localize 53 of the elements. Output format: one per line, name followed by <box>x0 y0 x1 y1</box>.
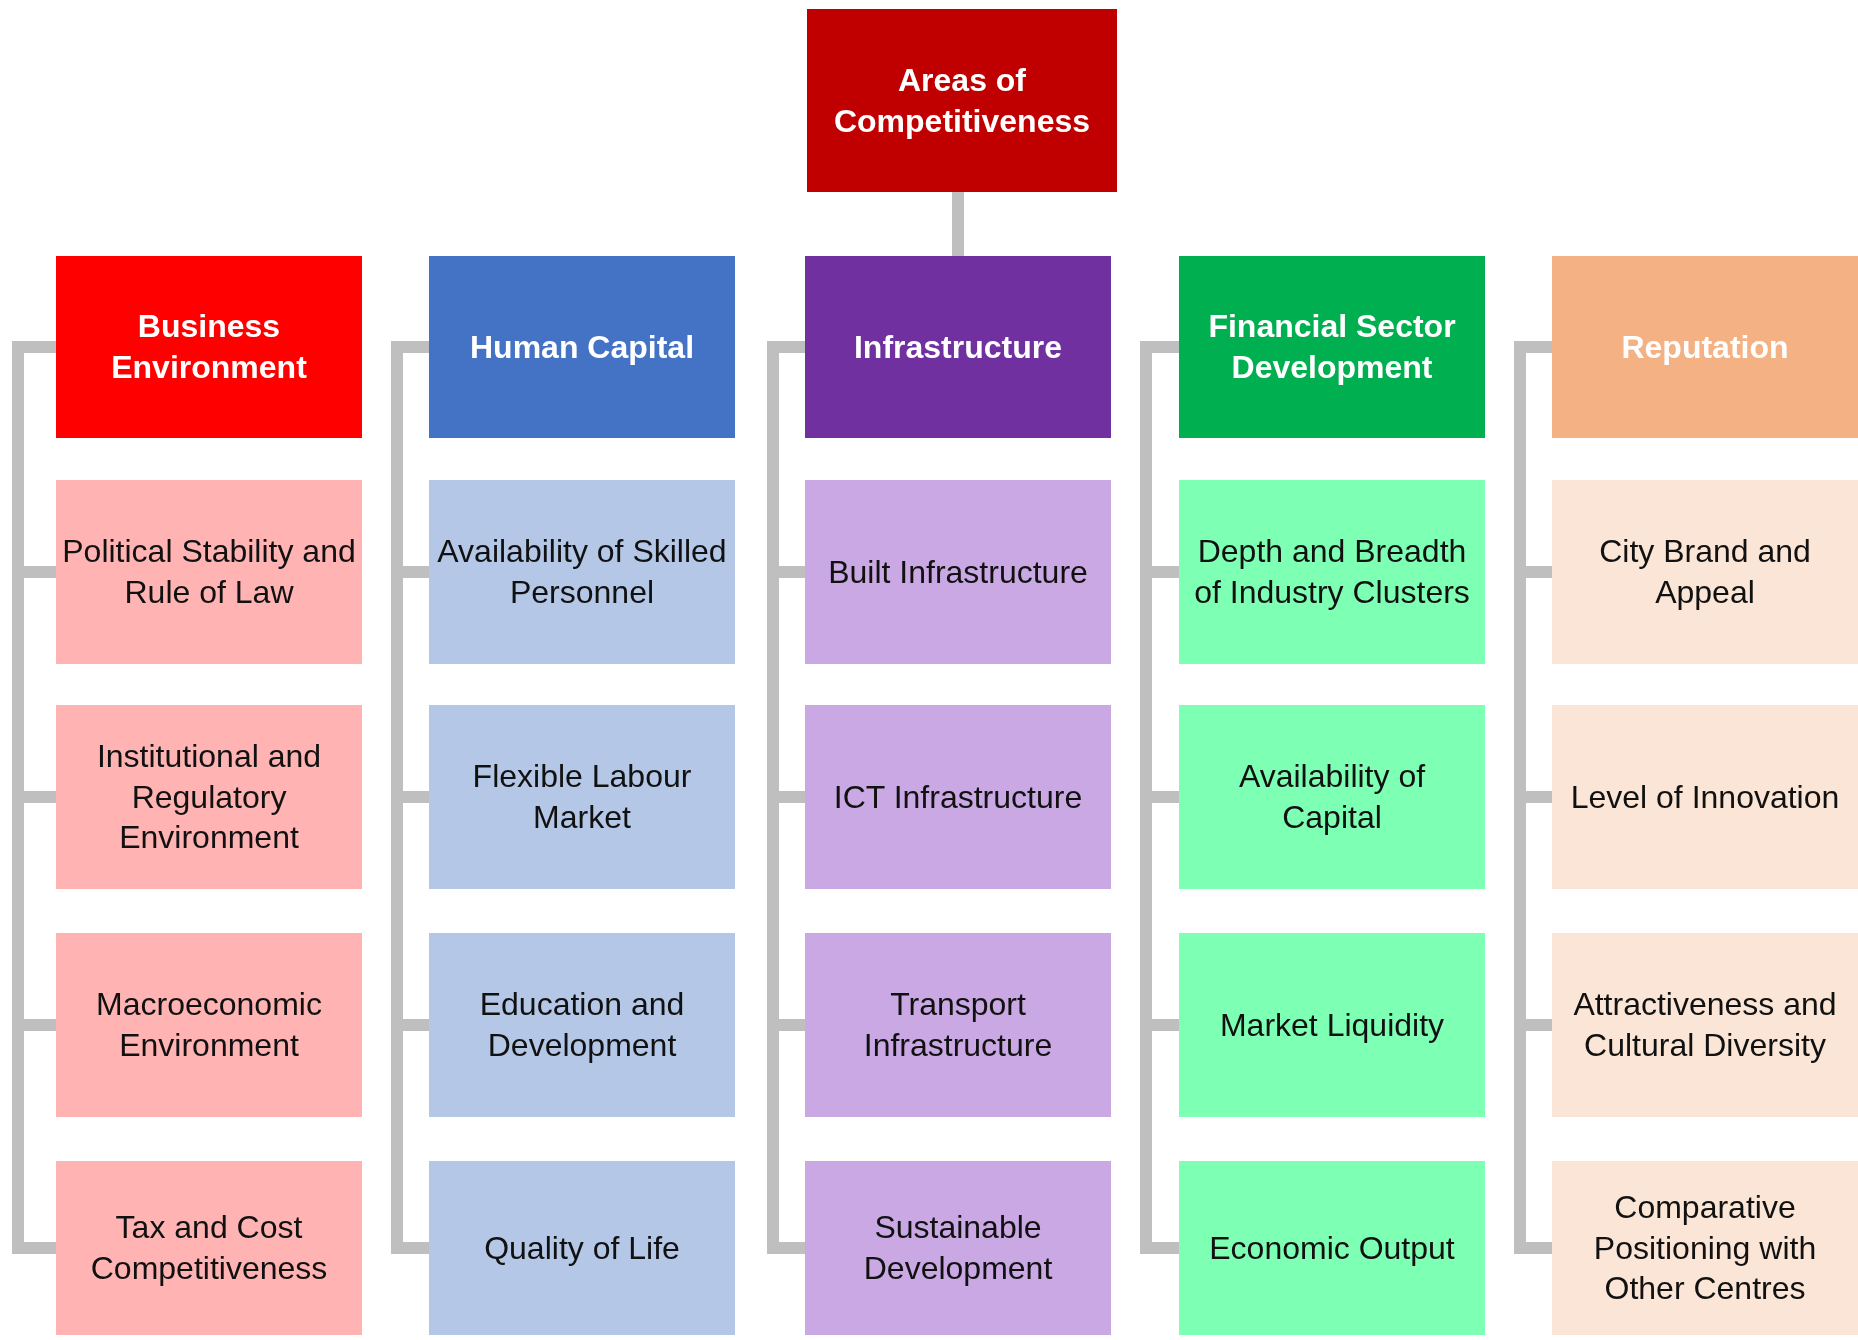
box-label: Availability of Capital <box>1237 757 1427 837</box>
box-label: Areas of Competitiveness <box>832 60 1092 141</box>
box-label: Infrastructure <box>853 327 1062 367</box>
box-label: Human Capital <box>470 327 694 367</box>
box-label: Macroeconomic Environment <box>95 985 323 1065</box>
box-label: Availability of Skilled Personnel <box>436 532 728 612</box>
box-label: Sustainable Development <box>862 1208 1054 1288</box>
factor-box <box>805 705 1111 889</box>
factor-box <box>429 480 735 664</box>
factor-box <box>805 480 1111 664</box>
factor-box <box>56 705 362 889</box>
connector-line <box>952 192 964 256</box>
box-label: Financial Sector Development <box>1207 307 1457 387</box>
factor-box <box>56 933 362 1117</box>
box-label: Level of Innovation <box>1570 777 1840 817</box>
box-label: Depth and Breadth of Industry Clusters <box>1193 532 1471 612</box>
category-box <box>1552 256 1858 438</box>
box-label: Reputation <box>1621 327 1789 367</box>
category-box <box>56 256 362 438</box>
category-box <box>429 256 735 438</box>
box-label: Institutional and Regulatory Environment <box>95 736 323 858</box>
factor-box <box>1552 933 1858 1117</box>
factor-box <box>429 705 735 889</box>
box-label: Comparative Positioning with Other Centres <box>1592 1187 1818 1309</box>
factor-box <box>56 480 362 664</box>
factor-box <box>1179 933 1485 1117</box>
factor-box <box>1179 705 1485 889</box>
factor-box <box>1552 705 1858 889</box>
box-label: Political Stability and Rule of Law <box>62 532 356 612</box>
box-label: Education and Development <box>478 985 686 1065</box>
factor-box <box>429 933 735 1117</box>
factor-box <box>805 933 1111 1117</box>
box-label: ICT Infrastructure <box>833 777 1083 817</box>
category-box <box>1179 256 1485 438</box>
box-label: Built Infrastructure <box>828 552 1088 592</box>
box-label: Business Environment <box>110 307 308 387</box>
box-label: Quality of Life <box>484 1228 680 1268</box>
box-label: Attractiveness and Cultural Diversity <box>1572 985 1838 1065</box>
category-box <box>805 256 1111 438</box>
factor-box <box>1179 480 1485 664</box>
category-box <box>807 9 1117 192</box>
factor-box <box>1179 1161 1485 1335</box>
box-label: City Brand and Appeal <box>1598 532 1812 612</box>
factor-box <box>1552 1161 1858 1335</box>
factor-box <box>805 1161 1111 1335</box>
factor-box <box>56 1161 362 1335</box>
box-label: Transport Infrastructure <box>862 985 1054 1065</box>
box-label: Economic Output <box>1209 1228 1455 1268</box>
factor-box <box>1552 480 1858 664</box>
box-label: Tax and Cost Competitiveness <box>89 1208 329 1288</box>
box-label: Market Liquidity <box>1219 1005 1445 1045</box>
factor-box <box>429 1161 735 1335</box>
box-label: Flexible Labour Market <box>471 757 693 837</box>
